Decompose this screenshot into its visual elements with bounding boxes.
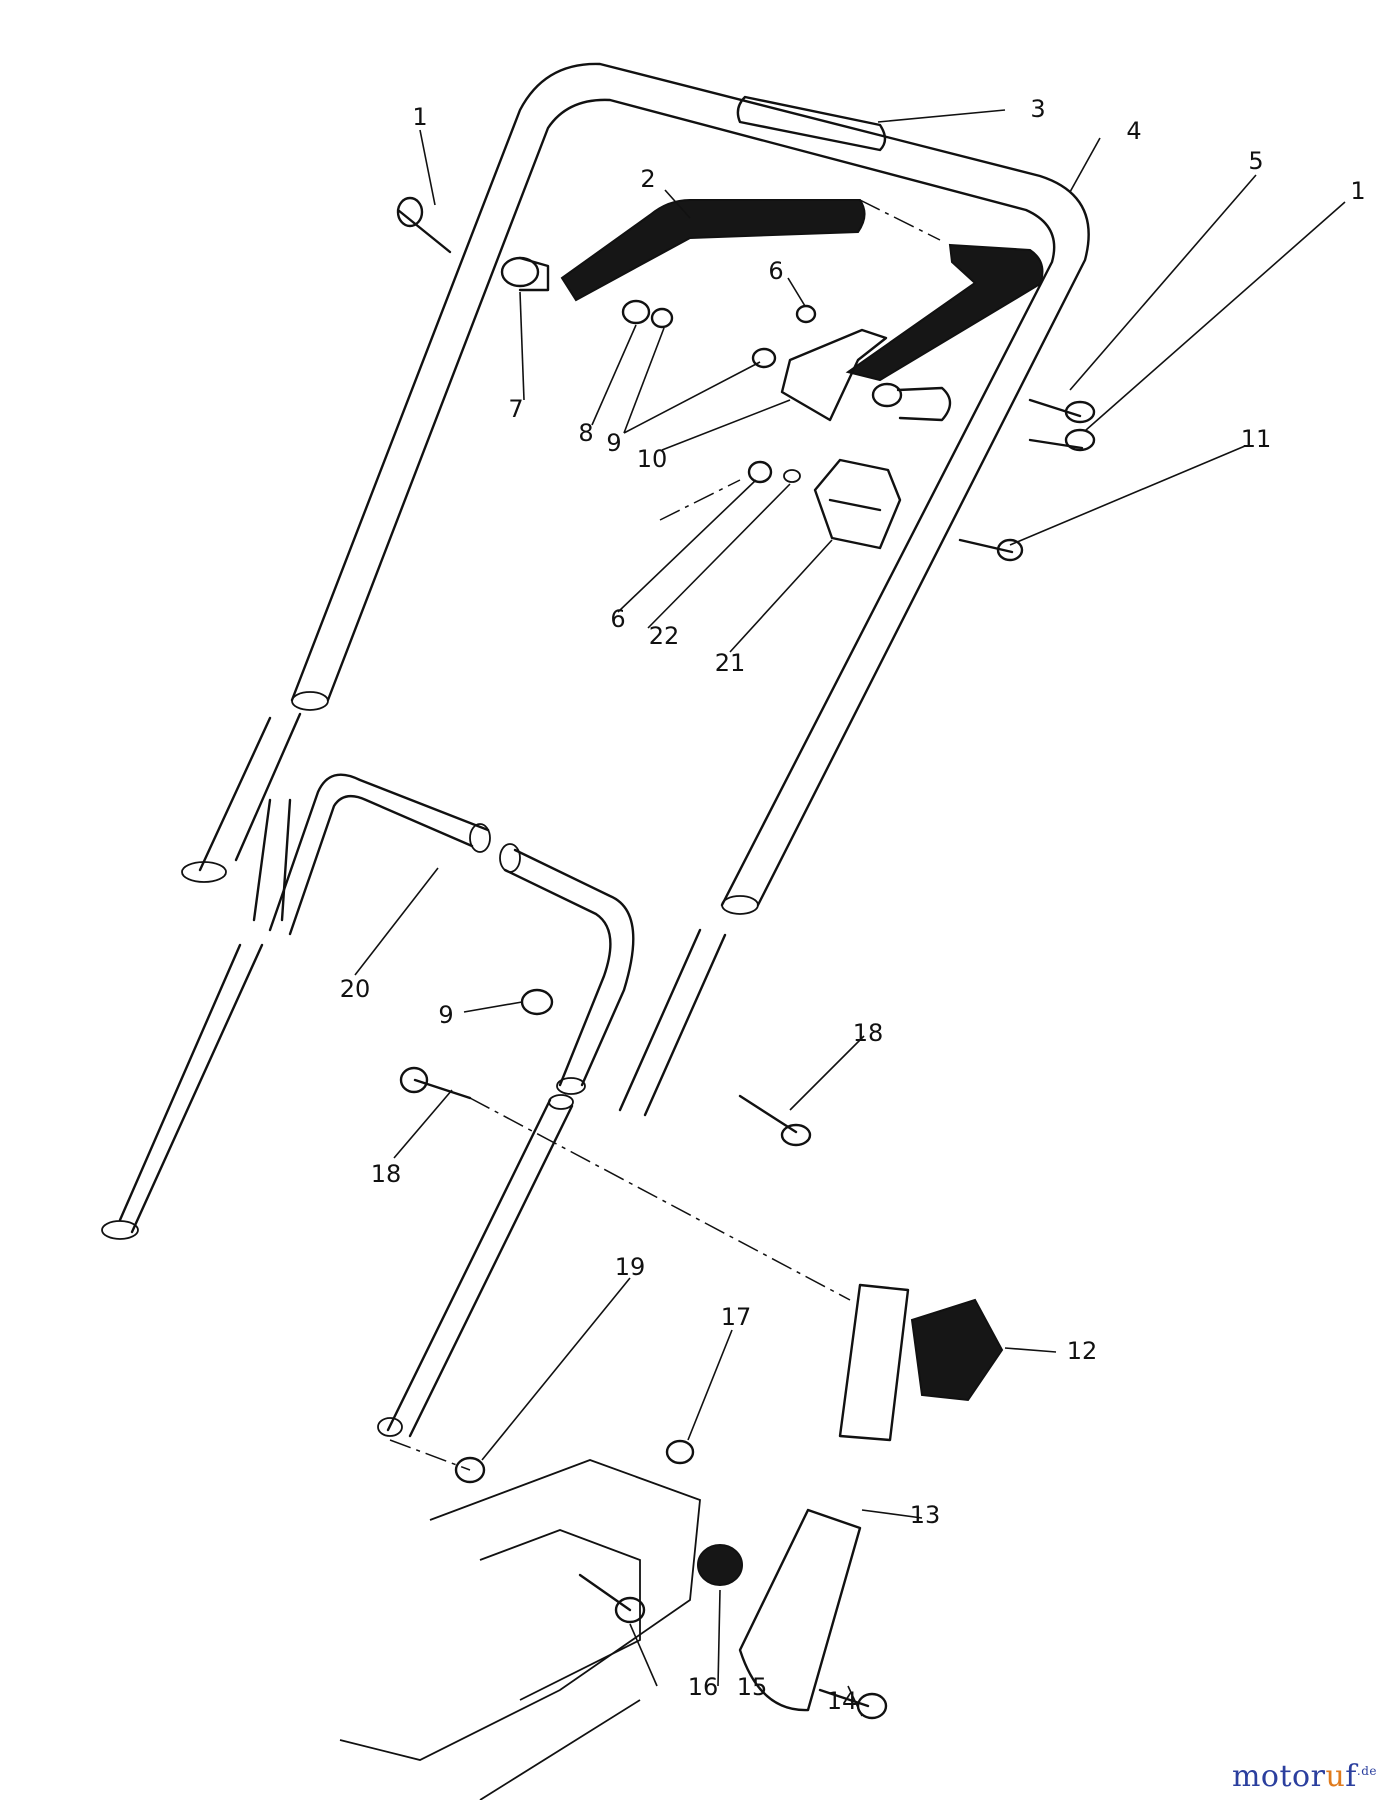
callout-15: 15 — [737, 1673, 768, 1701]
callout-2: 2 — [640, 165, 655, 193]
callout-11: 11 — [1241, 425, 1272, 453]
lower-main-tube — [377, 1094, 574, 1438]
bail-fittings — [500, 256, 952, 422]
height-adjust-bracket — [454, 1283, 1004, 1720]
callout-9-lower: 9 — [438, 1001, 453, 1029]
callout-8: 8 — [578, 419, 593, 447]
callout-20: 20 — [340, 975, 371, 1003]
alignment-lines — [389, 199, 941, 1471]
callout-6-lower: 6 — [610, 605, 625, 633]
callout-19: 19 — [615, 1253, 646, 1281]
control-bail — [560, 199, 1044, 382]
callout-18-left: 18 — [371, 1160, 402, 1188]
lower-left-tubes — [101, 712, 302, 1240]
callout-17: 17 — [721, 1303, 752, 1331]
callout-9-upper: 9 — [606, 429, 621, 457]
watermark-tld: .de — [1356, 1764, 1377, 1778]
callout-3: 3 — [1030, 95, 1045, 123]
callout-4: 4 — [1126, 117, 1141, 145]
callout-labels: 1 2 3 4 5 1 6 7 8 9 10 11 6 22 21 20 9 1… — [340, 95, 1366, 1715]
leader-lines — [354, 109, 1346, 1717]
callout-7: 7 — [508, 395, 523, 423]
switch-box — [747, 458, 902, 550]
lower-right-tube — [618, 928, 727, 1117]
watermark-name-highlight: u — [1325, 1759, 1346, 1794]
watermark-name-a: motor — [1231, 1759, 1326, 1794]
callout-18-right: 18 — [853, 1019, 884, 1047]
callout-6-upper: 6 — [768, 257, 783, 285]
watermark-name-b: f — [1345, 1759, 1357, 1794]
callout-21: 21 — [715, 649, 746, 677]
callout-10: 10 — [637, 445, 668, 473]
callout-16: 16 — [688, 1673, 719, 1701]
callout-22: 22 — [649, 622, 680, 650]
handle-grip — [736, 95, 887, 152]
callout-5: 5 — [1248, 147, 1263, 175]
upper-bolts — [396, 196, 1096, 562]
upper-handle — [290, 62, 1090, 915]
callout-14: 14 — [827, 1687, 858, 1715]
mid-hardware — [399, 988, 812, 1147]
watermark-logo: motoruf.de — [1232, 1759, 1377, 1794]
callout-1-right: 1 — [1350, 177, 1365, 205]
u-handle — [268, 773, 635, 1095]
deck-outline — [339, 1459, 701, 1800]
callout-1-left: 1 — [412, 103, 427, 131]
callout-12: 12 — [1067, 1337, 1098, 1365]
callout-13: 13 — [910, 1501, 941, 1529]
